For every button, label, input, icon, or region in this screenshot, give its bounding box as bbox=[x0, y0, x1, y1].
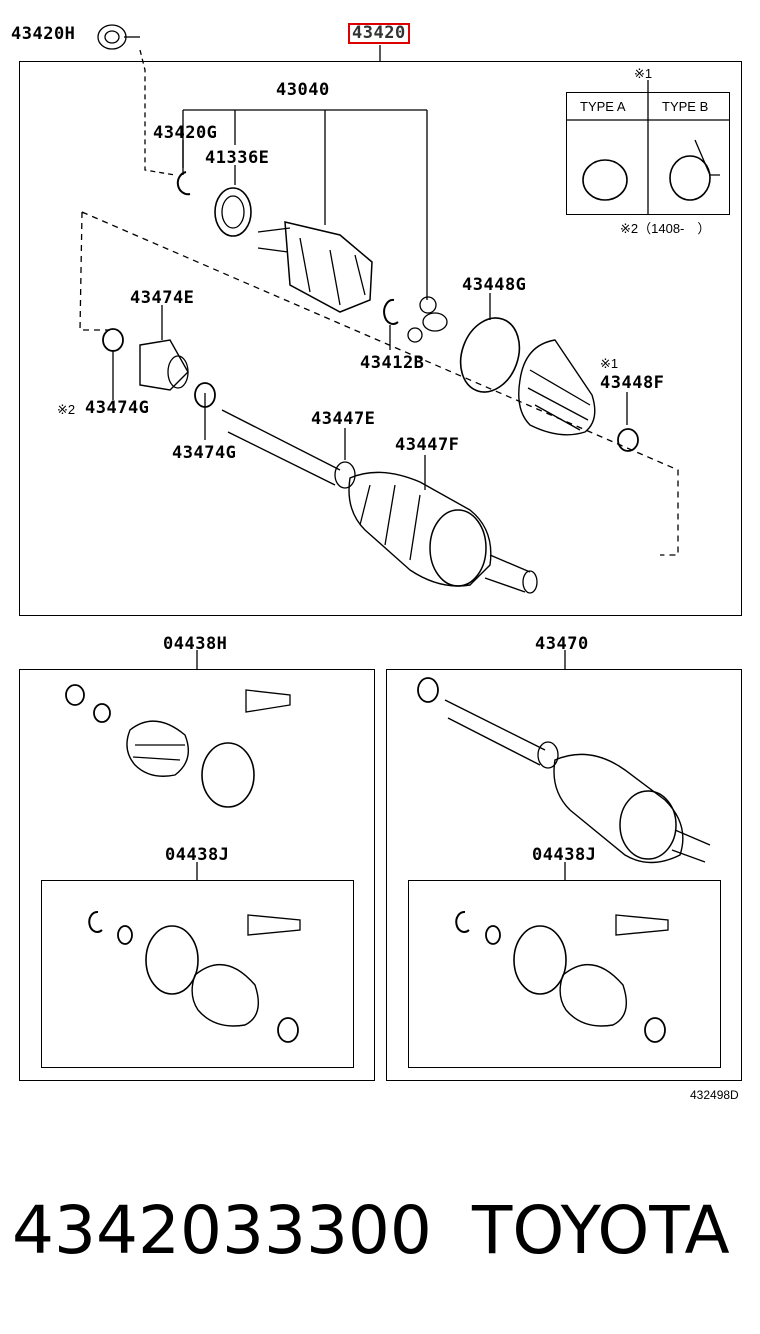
part-label-04438h: 04438H bbox=[163, 634, 228, 654]
kit-04438j-left-frame bbox=[41, 880, 354, 1068]
part-label-43474g: 43474G bbox=[172, 443, 237, 463]
type-b-label: TYPE B bbox=[662, 99, 709, 114]
diagram-code: 432498D bbox=[690, 1088, 739, 1102]
part-number: 4342033300 bbox=[12, 1192, 432, 1269]
kit-43470-frame bbox=[386, 669, 742, 1081]
kit-04438j-right-frame bbox=[408, 880, 721, 1068]
part-label-43447f: 43447F bbox=[395, 435, 460, 455]
part-label-43412b: 43412B bbox=[360, 353, 425, 373]
main-assembly-frame bbox=[19, 61, 742, 616]
part-label-43474e: 43474E bbox=[130, 288, 195, 308]
note-mark1-top: ※1 bbox=[634, 66, 653, 81]
type-a-label: TYPE A bbox=[580, 99, 626, 114]
part-label-43448f: 43448F bbox=[600, 373, 665, 393]
brand-name: TOYOTA bbox=[472, 1192, 730, 1269]
note-mark1-boot: ※1 bbox=[600, 356, 619, 371]
part-label-43474g-left: 43474G bbox=[85, 398, 150, 418]
part-label-43470: 43470 bbox=[535, 634, 589, 654]
note-mark2-clamp: ※2 bbox=[57, 402, 76, 417]
part-label-43448g: 43448G bbox=[462, 275, 527, 295]
kit-04438h-frame bbox=[19, 669, 375, 1081]
part-label-41336e: 41336E bbox=[205, 148, 270, 168]
part-label-04438j-left: 04438J bbox=[165, 845, 230, 865]
note-mark2-date: ※2（1408- ） bbox=[620, 221, 711, 236]
part-label-43447e: 43447E bbox=[311, 409, 376, 429]
part-label-43420-highlighted[interactable]: 43420 bbox=[348, 23, 410, 44]
part-label-43420g: 43420G bbox=[153, 123, 218, 143]
part-label-43040: 43040 bbox=[276, 80, 330, 100]
part-label-04438j-right: 04438J bbox=[532, 845, 597, 865]
part-label-43420h: 43420H bbox=[11, 24, 76, 44]
